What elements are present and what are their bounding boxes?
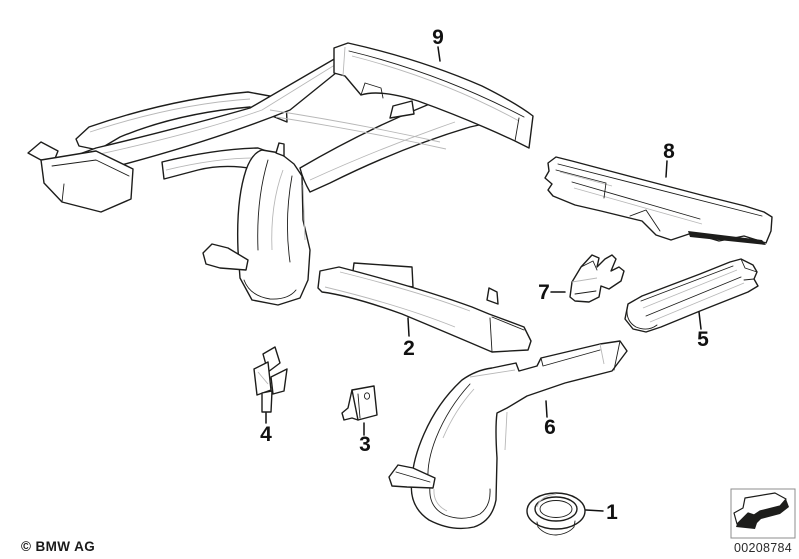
center-arch-arm	[202, 243, 249, 271]
part3-fold-line	[357, 393, 361, 419]
part5-channel-lines-gray	[642, 269, 745, 323]
leader-8	[665, 160, 668, 178]
center-arch-foot-rim	[243, 279, 297, 300]
part6-wheel-arch-drawing	[388, 340, 628, 530]
part7-inner-lines	[574, 260, 598, 295]
part4-stem	[261, 390, 273, 413]
part9-crossmember-drawing	[333, 42, 534, 149]
right-rail-tab	[389, 100, 415, 119]
part5-channel-lines	[640, 265, 742, 317]
part8-top-inner-line	[557, 163, 763, 217]
part6-horn-lines	[540, 340, 621, 371]
left-foot-inner-line	[51, 159, 130, 203]
part9-outline	[333, 42, 534, 149]
grommet-rim	[534, 496, 578, 522]
part6-silhouette	[410, 340, 628, 530]
part6-foot-rim-gray	[433, 488, 448, 512]
part2-right-fin	[486, 287, 499, 305]
part2-side-member-drawing	[317, 262, 532, 353]
part9-gray-line	[342, 46, 520, 122]
part8-pocket-line	[555, 169, 607, 199]
center-arch-outline	[236, 149, 311, 306]
part5-right-lip	[740, 258, 758, 281]
image-number: 00208784	[733, 541, 792, 555]
part2-inner-line-gray	[324, 271, 471, 328]
leader-2	[407, 317, 410, 337]
grommet-inner	[539, 500, 573, 518]
grommet-base	[536, 520, 576, 536]
callout-7[interactable]: 7	[538, 281, 550, 304]
part4-bracket-drawing	[253, 346, 288, 413]
part6-inner-arc	[427, 383, 471, 480]
part5-sill-channel-drawing	[624, 258, 759, 333]
callout-leader-lines	[265, 46, 702, 512]
callout-6[interactable]: 6	[544, 416, 556, 439]
part6-foot-rim	[429, 485, 491, 519]
part8-dark-edge	[688, 231, 766, 245]
callout-5[interactable]: 5	[697, 328, 709, 351]
left-sill-outline	[75, 91, 288, 151]
callout-3[interactable]: 3	[359, 433, 371, 456]
floor-interior-lines	[269, 109, 447, 150]
part7-outline	[569, 254, 625, 303]
part6-horn-lines-gray	[469, 343, 605, 378]
part2-box-lines	[489, 316, 525, 353]
part4-inner-line	[257, 371, 269, 385]
part7-bracket-drawing	[569, 254, 625, 303]
direction-arrow-3d-icon-shadow	[736, 499, 789, 529]
part8-crossmember-drawing	[544, 156, 773, 245]
part4-right-fin	[270, 368, 288, 395]
callout-2[interactable]: 2	[403, 337, 415, 360]
callout-8[interactable]: 8	[663, 140, 675, 163]
copyright-text: © BMW AG	[21, 539, 96, 554]
left-foot-outline	[40, 150, 134, 213]
part3-bracket-drawing	[341, 385, 378, 421]
center-arch-tab	[275, 142, 285, 157]
part5-left-u-line	[626, 303, 658, 330]
leader-9	[437, 46, 441, 62]
part8-step-line	[629, 209, 661, 232]
part6-arm-line	[395, 471, 431, 483]
left-rail-inner-line	[99, 62, 339, 155]
part9-top-inner-line	[348, 50, 525, 118]
part7-gray-line	[571, 277, 598, 283]
center-arch-inner-arc-gray	[271, 169, 306, 251]
leader-6	[545, 400, 548, 418]
left-sill-inner-line	[89, 98, 251, 133]
grommet-outer	[526, 492, 586, 530]
part3-foot	[341, 389, 359, 421]
part8-channel-line	[571, 181, 701, 220]
part4-left-plate	[253, 361, 272, 396]
part3-plate	[351, 385, 378, 421]
callout-1[interactable]: 1	[606, 501, 618, 524]
grommet-gray-arc	[536, 493, 557, 508]
part9-notch	[360, 82, 384, 99]
part9-right-face-line	[514, 117, 520, 142]
part5-outline	[624, 258, 759, 333]
callout-4[interactable]: 4	[260, 423, 272, 446]
part2-outline	[317, 266, 532, 353]
left-rail-outline	[62, 57, 348, 173]
callout-labels: 9 8 7 5 2 4 3 6 1	[260, 26, 709, 524]
callout-9[interactable]: 9	[432, 26, 444, 49]
part6-inner-arc-gray	[442, 388, 508, 451]
floor-assembly-drawing	[27, 57, 498, 306]
part8-channel-line-gray	[559, 171, 703, 225]
leader-5	[698, 311, 702, 330]
right-rail-inner-line	[309, 121, 456, 181]
center-arch-inner-arc	[257, 159, 293, 263]
part8-outline	[544, 156, 773, 244]
corner-stamp	[730, 488, 796, 539]
part3-hole	[363, 392, 371, 400]
leader-1	[585, 509, 604, 512]
part1-grommet-drawing	[526, 492, 586, 536]
